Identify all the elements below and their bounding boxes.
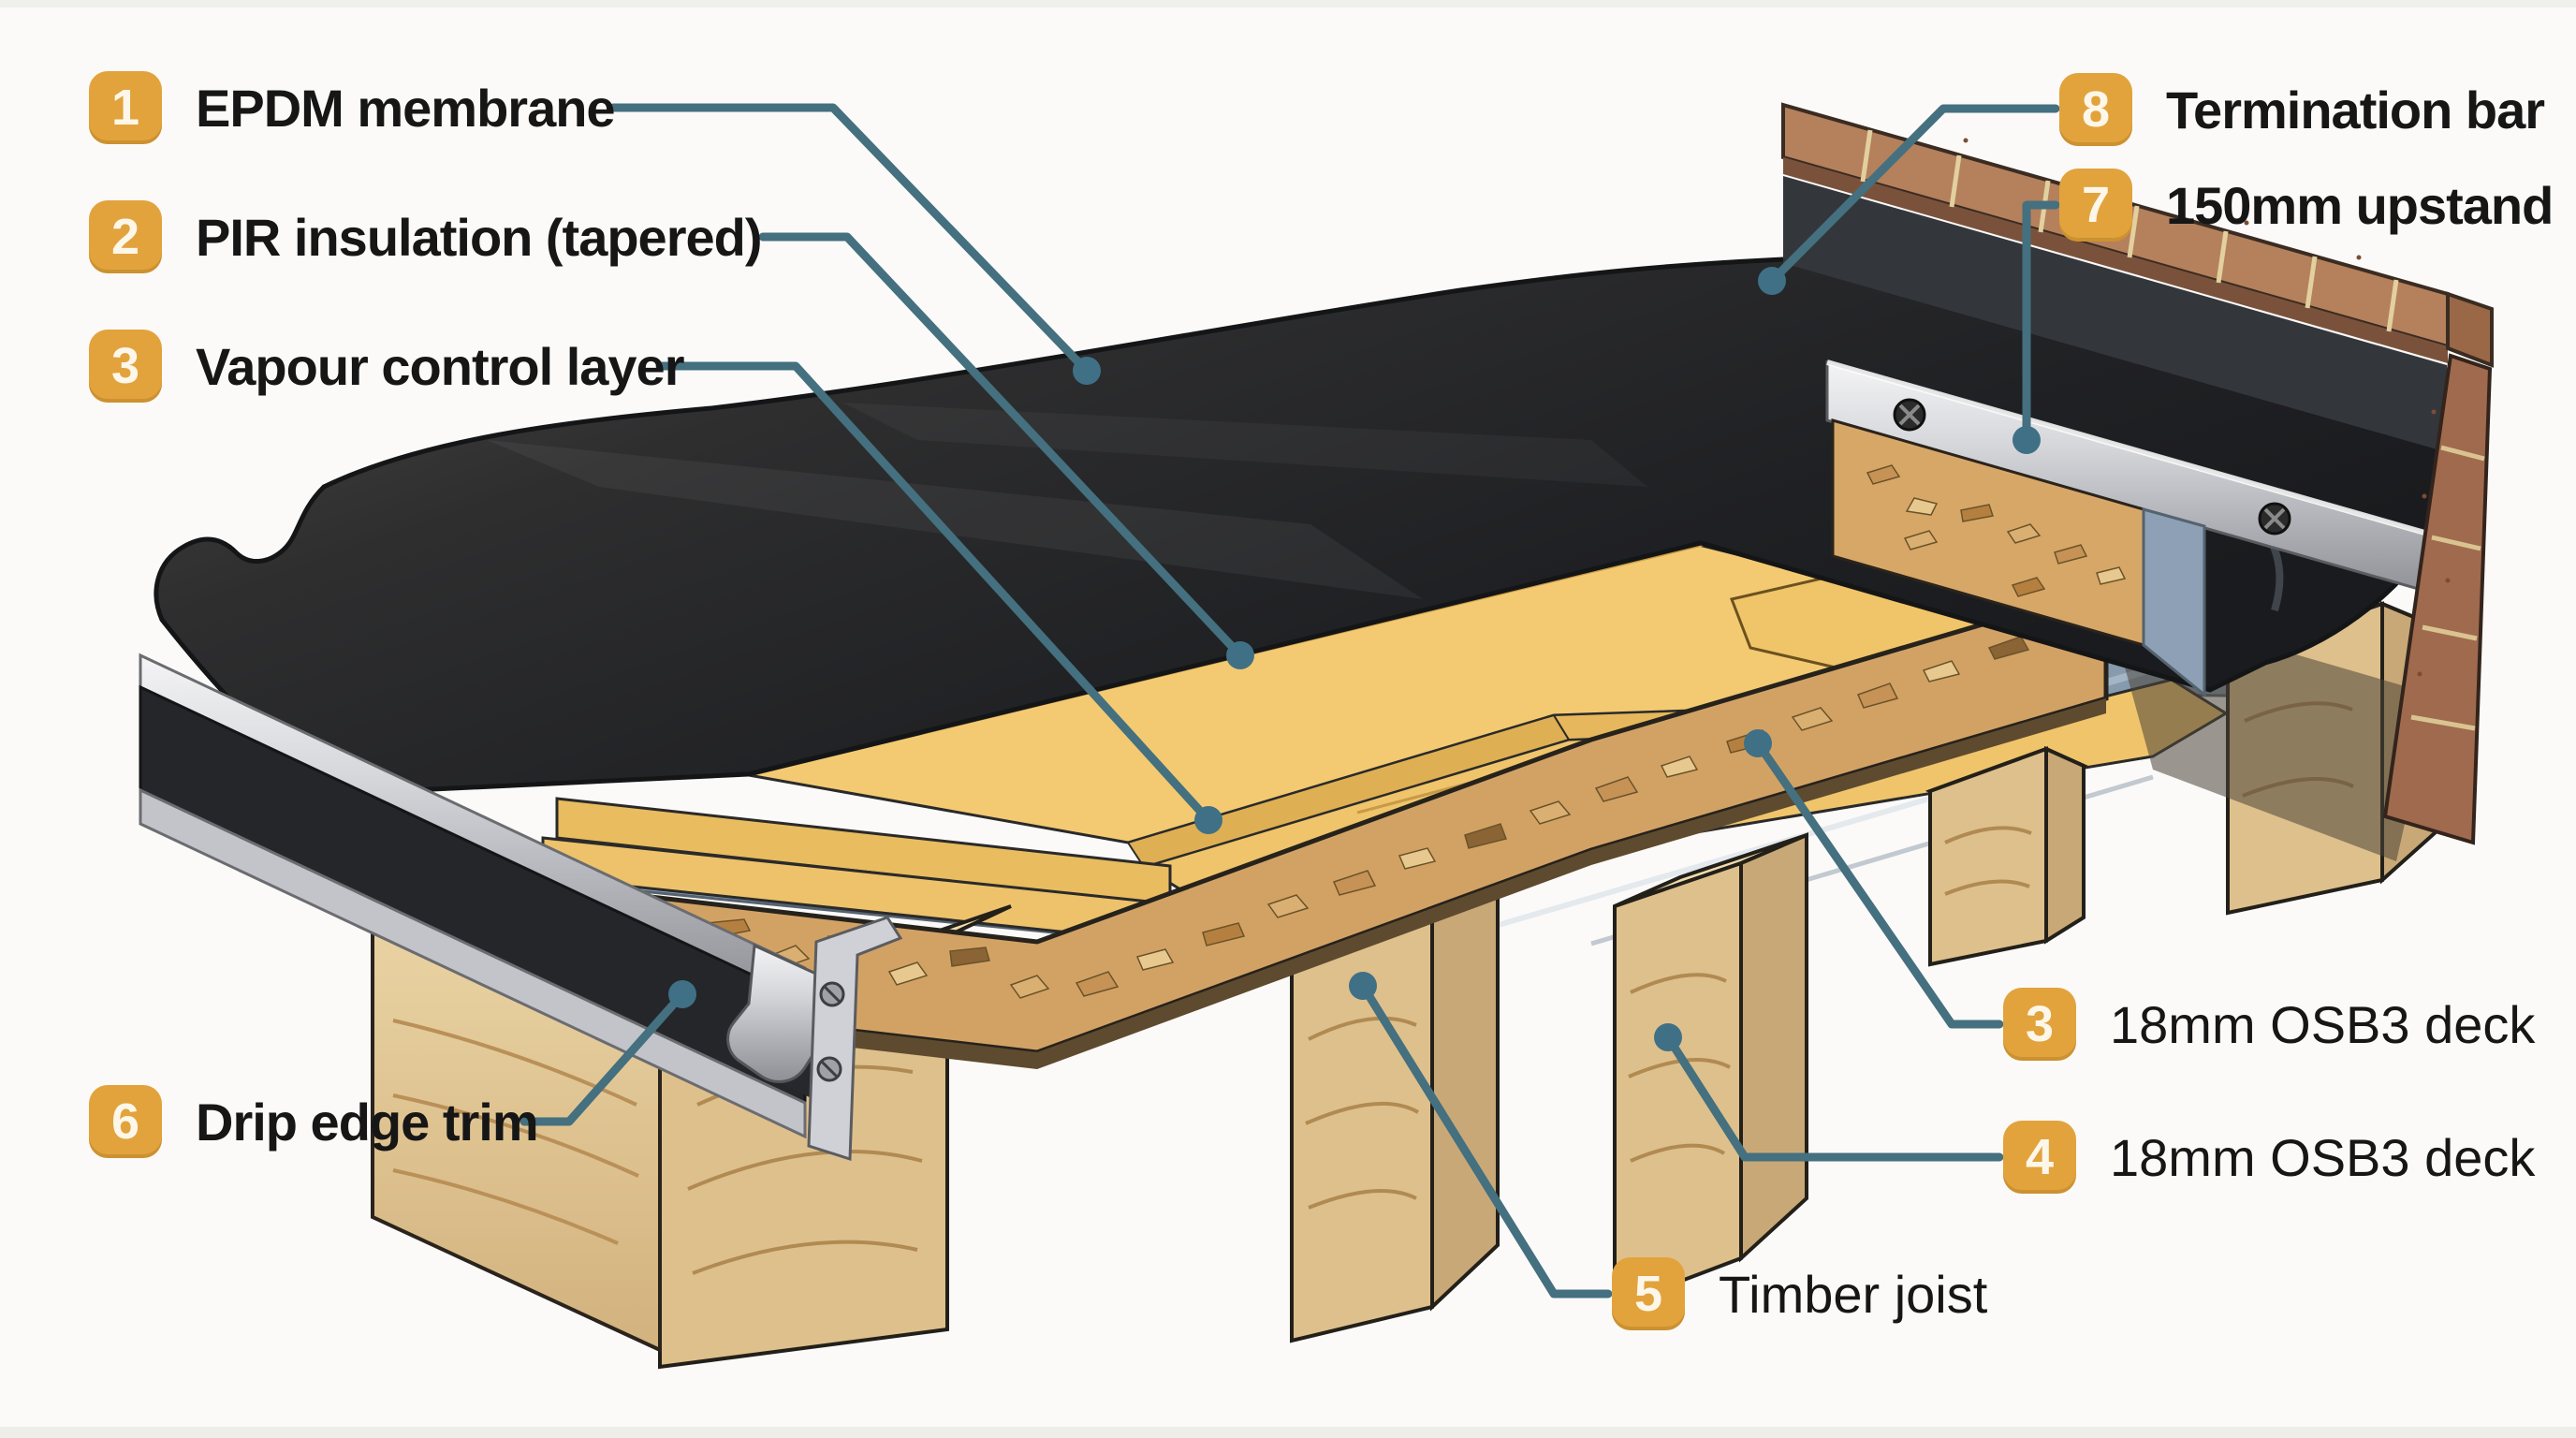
callout-drip-edge: 6 Drip edge trim: [89, 1085, 539, 1158]
badge-7: 7: [2059, 169, 2132, 242]
label-termination-bar: Termination bar: [2166, 80, 2545, 139]
leader-termbar: [1767, 104, 2060, 286]
termination-bar: [1825, 360, 2450, 599]
label-osb-deck-bottom: 18mm OSB3 deck: [2110, 1127, 2536, 1187]
badge-1: 1: [89, 71, 162, 144]
label-osb-deck-top: 18mm OSB3 deck: [2110, 994, 2536, 1054]
leader-pir: [758, 232, 1245, 660]
brick-wall-end: [2382, 353, 2493, 845]
callout-timber-joist: 5 Timber joist: [1612, 1257, 1987, 1330]
bottom-edge-strip: [0, 1427, 2576, 1438]
label-timber-joist: Timber joist: [1719, 1264, 1988, 1324]
leader-dots: [668, 267, 2041, 1051]
leader-upstand: [2022, 200, 2060, 445]
badge-8: 8: [2059, 73, 2132, 146]
leader-osb-top: [1753, 739, 2004, 1029]
label-epdm-membrane: EPDM membrane: [196, 78, 616, 138]
callout-osb-deck-top: 3 18mm OSB3 deck: [2003, 988, 2535, 1061]
fixing-bracket: [807, 916, 903, 1162]
leader-drip: [520, 990, 687, 1126]
callout-upstand: 7 150mm upstand: [2059, 169, 2554, 242]
termination-bar-screw: [2258, 502, 2291, 536]
label-pir-insulation: PIR insulation (tapered): [196, 207, 762, 267]
osb-upstand: [1831, 418, 2206, 698]
eave-edge-assembly: [139, 653, 903, 1354]
badge-3: 3: [89, 330, 162, 403]
leader-epdm: [608, 103, 1091, 375]
leader-osb-bottom: [1663, 1033, 2004, 1162]
callout-termination-bar: 8 Termination bar: [2059, 73, 2545, 146]
top-edge-strip: [0, 0, 2576, 7]
callout-epdm-membrane: 1 EPDM membrane: [89, 71, 616, 144]
label-drip-edge: Drip edge trim: [196, 1092, 539, 1152]
callout-osb-deck-bottom: 4 18mm OSB3 deck: [2003, 1121, 2535, 1194]
badge-3b: 3: [2003, 988, 2076, 1061]
callout-vapour-control: 3 Vapour control layer: [89, 330, 684, 403]
badge-5: 5: [1612, 1257, 1685, 1330]
label-upstand: 150mm upstand: [2166, 175, 2554, 235]
badge-2: 2: [89, 200, 162, 273]
callout-pir-insulation: 2 PIR insulation (tapered): [89, 200, 762, 273]
vcl-upturn: [2142, 507, 2206, 698]
badge-6: 6: [89, 1085, 162, 1158]
leader-joist: [1358, 981, 1613, 1299]
leader-vcl: [655, 361, 1213, 825]
label-vapour-control: Vapour control layer: [196, 336, 684, 396]
badge-4: 4: [2003, 1121, 2076, 1194]
drip-trim-lip: [139, 787, 807, 1139]
leader-lines: [520, 103, 2060, 1299]
termination-bar-screw: [1893, 398, 1926, 432]
